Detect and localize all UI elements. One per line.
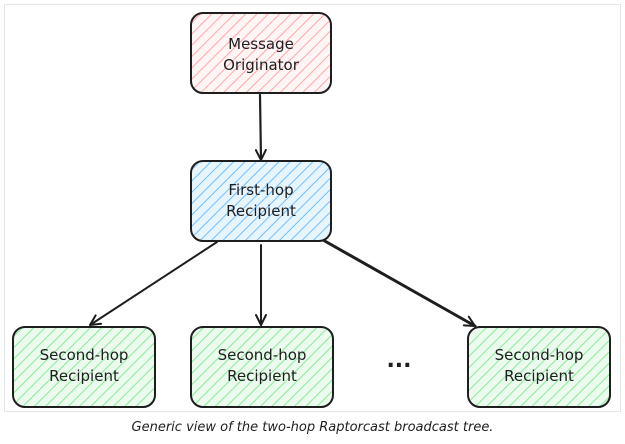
node-label-line-1: Second-hop bbox=[218, 346, 307, 364]
node-label-line-1: Message bbox=[228, 35, 294, 53]
node-label-line-2: Recipient bbox=[504, 367, 574, 385]
node-second-hop-recipient-3: Second-hop Recipient bbox=[467, 326, 611, 408]
more-recipients-ellipsis: ... bbox=[386, 348, 411, 373]
edge-first-hop-to-second-hop-1 bbox=[89, 241, 218, 326]
node-first-hop-recipient: First-hop Recipient bbox=[190, 160, 332, 242]
node-label-line-2: Originator bbox=[223, 56, 300, 74]
node-message-originator: Message Originator bbox=[190, 12, 332, 94]
node-second-hop-recipient-1: Second-hop Recipient bbox=[12, 326, 156, 408]
node-label-line-2: Recipient bbox=[49, 367, 119, 385]
node-label-line-1: Second-hop bbox=[495, 346, 584, 364]
edge-originator-to-first-hop bbox=[254, 93, 267, 162]
node-label-line-2: Recipient bbox=[227, 367, 297, 385]
node-second-hop-recipient-2: Second-hop Recipient bbox=[190, 326, 334, 408]
figure-caption: Generic view of the two-hop Raptorcast b… bbox=[131, 420, 494, 435]
node-label-line-2: Recipient bbox=[226, 202, 296, 220]
edge-first-hop-to-second-hop-3 bbox=[321, 238, 477, 328]
node-label-line-1: First-hop bbox=[228, 181, 293, 199]
diagram-figure: Message Originator First-hop Recipient S… bbox=[4, 4, 621, 412]
edges bbox=[89, 93, 477, 328]
broadcast-tree-diagram: Message Originator First-hop Recipient S… bbox=[12, 12, 611, 408]
node-label-line-1: Second-hop bbox=[40, 346, 129, 364]
